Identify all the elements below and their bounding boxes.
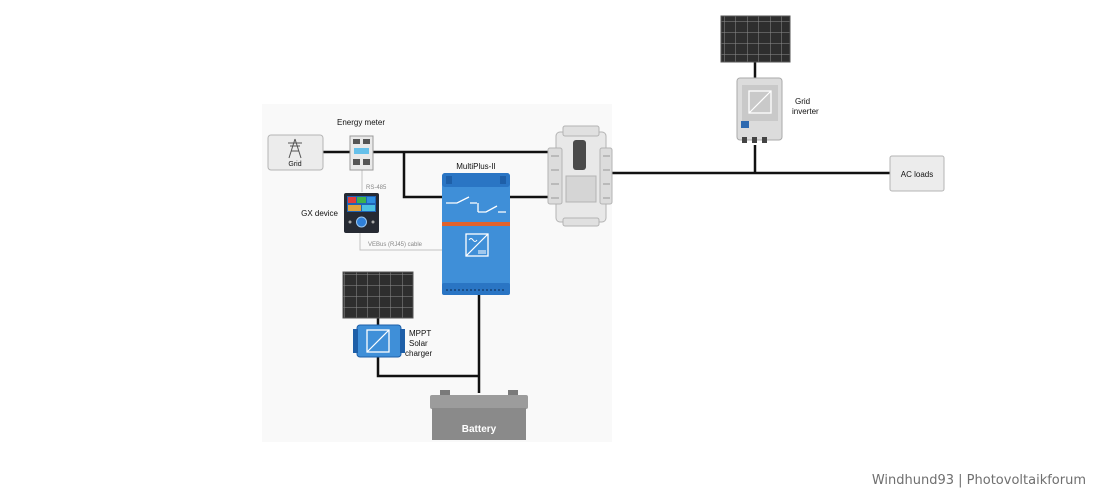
grid-inverter-label-line1: Grid [795, 97, 810, 106]
inverter-symbol-icon [465, 233, 489, 257]
mppt-label-line2: Solar [409, 339, 428, 348]
mppt-label-line1: MPPT [409, 329, 431, 338]
battery: Battery [430, 390, 528, 440]
watermark: Windhund93 | Photovoltaikforum [871, 473, 1086, 488]
mppt-label-line3: charger [405, 349, 432, 358]
rs485-label: RS-485 [366, 185, 387, 191]
energy-meter-label: Energy meter [337, 118, 385, 127]
switch-handle-icon [573, 140, 586, 170]
ac-loads-label: AC loads [901, 170, 933, 179]
solar-panel-mppt [342, 271, 414, 319]
wire-mppt-battery [376, 355, 479, 378]
vebus-cable-label: VEBus (RJ45) cable [368, 242, 423, 248]
ac-loads-node: AC loads [889, 155, 945, 192]
grid-inverter [736, 77, 783, 143]
mppt-solar-charger [353, 324, 405, 358]
battery-label: Battery [462, 424, 497, 435]
gx-device: GX device [301, 193, 379, 233]
transfer-switch [547, 125, 613, 227]
multiplus-inverter: MultiPlus-II [442, 162, 510, 295]
energy-meter: Energy meter [337, 118, 385, 171]
grid-label: Grid [288, 161, 301, 168]
vebus-cable [359, 232, 442, 251]
wire-ac-in [402, 152, 442, 199]
gx-device-label: GX device [301, 209, 338, 218]
grid-node: Grid [267, 134, 324, 171]
solar-panel-grid-inverter [720, 15, 791, 63]
transfer-relay-icon [446, 196, 506, 213]
grid-inverter-label-line2: inverter [792, 107, 819, 116]
comm-cables [359, 170, 442, 251]
multiplus-label: MultiPlus-II [456, 162, 496, 171]
gx-knob-icon [356, 216, 367, 228]
pylon-icon [288, 138, 302, 159]
